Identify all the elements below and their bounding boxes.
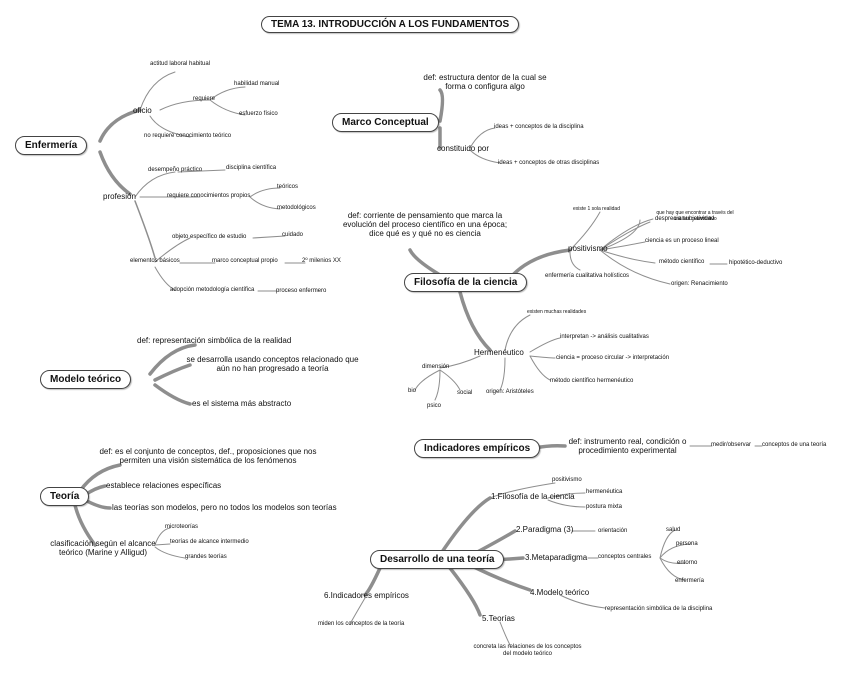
node-encontrar: que hay que encontrar a través del análi… <box>656 210 734 222</box>
node-no-requiere: no requiere conocimiento teórico <box>144 133 232 139</box>
node-elementos: elementos básicos <box>130 258 180 264</box>
node-ideas2: ideas + conceptos de otras disciplinas <box>498 160 600 166</box>
node-teoria-def: def: es el conjunto de conceptos, def., … <box>99 447 317 466</box>
node-teoria-modelos: las teorías son modelos, pero no todos l… <box>112 503 337 512</box>
node-disciplina: disciplina científica <box>226 165 277 171</box>
node-modelo-def: def: representación simbólica de la real… <box>137 336 292 345</box>
node-esfuerzo: esfuerzo físico <box>239 111 278 117</box>
node-b5: 5.Teorías <box>482 614 515 623</box>
node-indicadores-def: def: instrumento real, condición o proce… <box>568 437 687 456</box>
page-title: TEMA 13. INTRODUCCIÓN A LOS FUNDAMENTOS <box>261 16 520 33</box>
node-positivismo: positivismo <box>568 244 608 253</box>
node-b1: 1.Filosofía de la ciencia <box>491 492 575 501</box>
node-oficio: oficio <box>133 106 152 115</box>
node-enfermeria-cualitativa: enfermería cualitativa holísticos <box>545 273 630 279</box>
node-b3-enfermeria: enfermería <box>675 578 705 584</box>
node-profesion: profesión <box>103 192 136 201</box>
node-ciencia-circular: ciencia = proceso circular -> interpreta… <box>556 355 670 361</box>
node-grandes: grandes teorías <box>185 554 227 560</box>
node-b2: 2.Paradigma (3) <box>516 525 574 534</box>
node-medir: medir/observar <box>711 442 752 448</box>
node-existen: existen muchas realidades <box>527 309 587 315</box>
topic-indicadores[interactable]: Indicadores empíricos <box>414 439 541 458</box>
node-existe: existe 1 sola realidad <box>573 206 620 212</box>
node-filosofia-def: def: corriente de pensamiento que marca … <box>342 211 508 239</box>
node-b3-conceptos: conceptos centrales <box>598 554 652 560</box>
node-metodo-hermeneutico: método científico hermenéutico <box>550 378 634 384</box>
node-social: social <box>457 390 473 396</box>
topic-teoria[interactable]: Teoría <box>40 487 90 506</box>
node-b2-orientacion: orientación <box>598 528 628 534</box>
node-hipotetico: hipotético-deductivo <box>729 260 783 266</box>
node-b6: 6.Indicadores empíricos <box>324 591 409 600</box>
node-establece: establece relaciones específicas <box>106 481 222 490</box>
node-habilidad: habilidad manual <box>234 81 280 87</box>
node-b6-miden: miden los conceptos de la teoría <box>318 621 405 627</box>
node-objeto: objeto específico de estudio <box>172 234 247 240</box>
node-adopcion: adopción metodología científica <box>170 287 255 293</box>
node-b3-salud: salud <box>666 527 681 533</box>
node-b1-hermeneutica: hermenéutica <box>586 489 623 495</box>
node-origen-aristoteles: origen: Aristóteles <box>486 389 534 395</box>
node-cuidado: cuidado <box>282 232 304 238</box>
node-interpretan: interpretan -> análisis cualitativas <box>560 334 649 340</box>
node-b4: 4.Modelo teórico <box>530 588 590 597</box>
node-proceso: proceso enfermero <box>276 288 327 294</box>
node-modelo-desarrolla: se desarrolla usando conceptos relaciona… <box>186 355 359 374</box>
node-psico: psico <box>427 403 442 409</box>
node-desprecia: desprecia subjetividad <box>655 216 715 222</box>
node-teoricos: teóricos <box>277 184 299 190</box>
node-modelo-abstracto: es el sistema más abstracto <box>192 399 292 408</box>
node-constituido: constituido por <box>437 144 490 153</box>
node-metodologicos: metodológicos <box>277 205 316 211</box>
node-ciencia-lineal: ciencia es un proceso lineal <box>645 238 719 244</box>
node-b3-entorno: entorno <box>677 560 698 566</box>
node-requiere: requiere <box>193 96 216 102</box>
node-origen-renacimiento: origen: Renacimiento <box>671 281 728 287</box>
node-b1-mixta: postura mixta <box>586 504 623 510</box>
node-marco-propio: marco conceptual propio <box>212 258 278 264</box>
node-intermedio: teorías de alcance intermedio <box>170 539 249 545</box>
node-milenios: 2º milenios XX <box>302 258 341 264</box>
node-ideas1: ideas + conceptos de la disciplina <box>494 124 584 130</box>
node-metodo-cientifico: método científico <box>659 259 705 265</box>
node-conocimientos: requiere conocimientos propios <box>167 193 251 199</box>
node-conceptos-teoria: conceptos de una teoría <box>762 442 827 448</box>
node-hermeneutico: Hermenéutico <box>474 348 524 357</box>
topic-enfermeria[interactable]: Enfermería <box>15 136 88 155</box>
node-b4-representacion: representación simbólica de la disciplin… <box>605 606 713 612</box>
node-b5-concreta: concreta las relaciones de los conceptos… <box>473 644 582 657</box>
node-desempeno: desempeño práctico <box>148 167 203 173</box>
node-clasificacion: clasificación según el alcance teórico (… <box>50 539 156 558</box>
node-b3-persona: persona <box>676 541 698 547</box>
node-actitud: actitud laboral habitual <box>150 61 211 67</box>
node-microteorias: microteorías <box>165 524 199 530</box>
topic-modelo-teorico[interactable]: Modelo teórico <box>40 370 132 389</box>
node-dimension: dimensión <box>422 364 450 370</box>
node-b3: 3.Metaparadigma <box>525 553 588 562</box>
node-b1-positivismo: positivismo <box>552 477 582 483</box>
node-bio: bio <box>408 388 417 394</box>
topic-desarrollo[interactable]: Desarrollo de una teoría <box>370 550 505 569</box>
node-marco-def: def: estructura dentor de la cual se for… <box>423 73 547 92</box>
topic-filosofia[interactable]: Filosofía de la ciencia <box>404 273 528 292</box>
topic-marco-conceptual[interactable]: Marco Conceptual <box>332 113 439 132</box>
